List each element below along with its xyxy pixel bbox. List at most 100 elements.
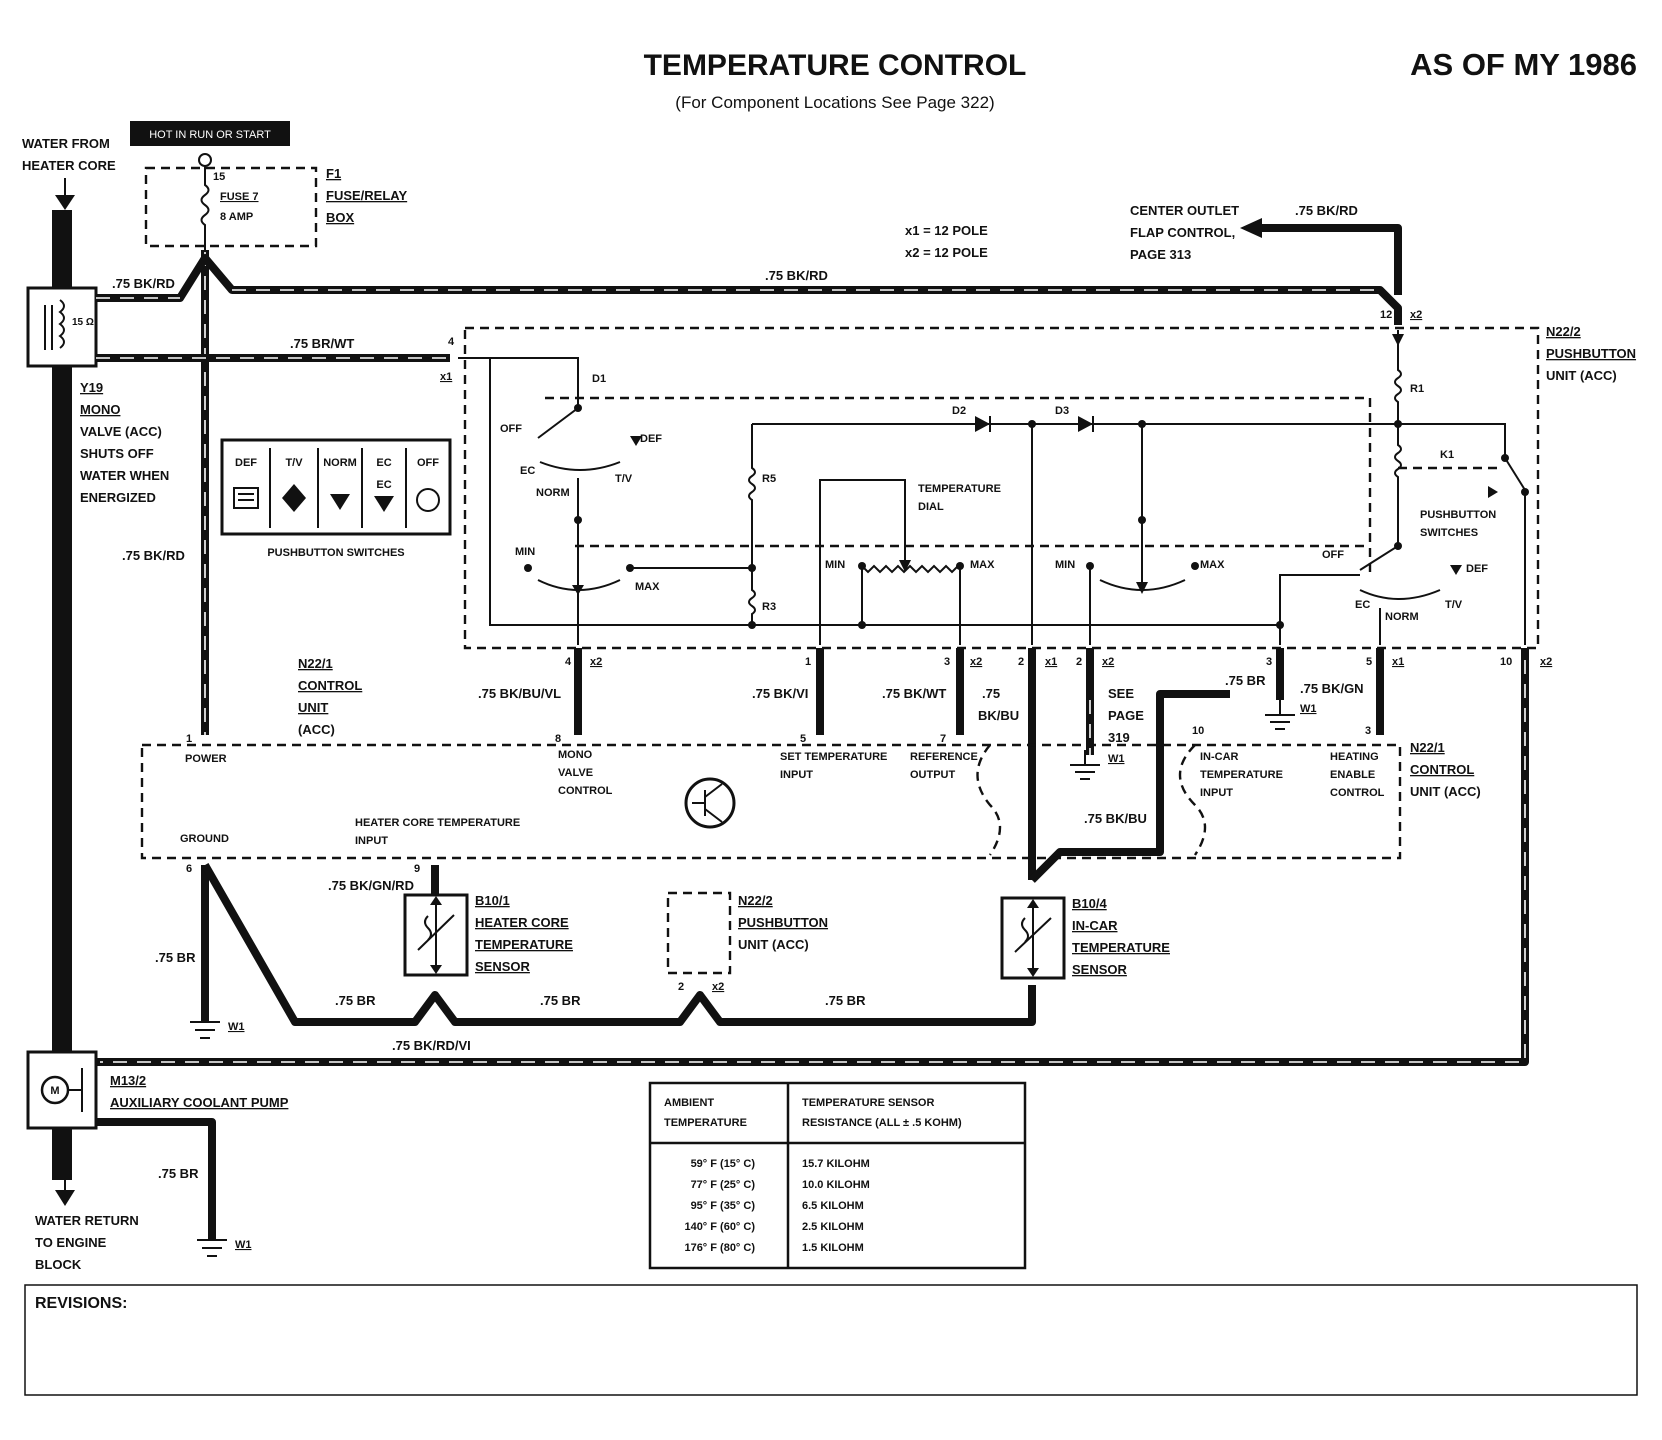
page-subtitle: (For Component Locations See Page 322): [675, 93, 994, 112]
svg-text:.75 BK/RD/VI: .75 BK/RD/VI: [392, 1038, 471, 1053]
svg-text:TEMPERATURE: TEMPERATURE: [1072, 940, 1170, 955]
svg-text:x2: x2: [970, 656, 982, 668]
svg-text:MONO: MONO: [80, 402, 120, 417]
svg-text:TEMPERATURE SENSOR: TEMPERATURE SENSOR: [802, 1097, 934, 1109]
svg-text:10: 10: [1500, 656, 1512, 668]
off-circle-icon: [416, 488, 440, 512]
svg-text:.75 BK/GN: .75 BK/GN: [1300, 681, 1364, 696]
svg-text:1: 1: [186, 733, 192, 745]
water-return-label: WATER RETURN: [35, 1213, 139, 1228]
norm-arrow-icon: [330, 494, 350, 510]
arrow-down-icon: [55, 195, 75, 210]
svg-text:DEF: DEF: [640, 433, 662, 445]
svg-text:UNIT (ACC): UNIT (ACC): [1546, 368, 1617, 383]
svg-text:.75 BK/WT: .75 BK/WT: [882, 686, 946, 701]
svg-text:1: 1: [805, 656, 811, 668]
svg-text:INPUT: INPUT: [1200, 787, 1233, 799]
svg-text:x2: x2: [590, 656, 602, 668]
control-unit-label-left: N22/1 CONTROL UNIT (ACC): [298, 656, 362, 737]
svg-text:SEE: SEE: [1108, 686, 1134, 701]
svg-text:RESISTANCE (ALL ± .5 KOHM): RESISTANCE (ALL ± .5 KOHM): [802, 1117, 962, 1129]
svg-text:x1: x1: [440, 371, 452, 383]
svg-text:2.5 KILOHM: 2.5 KILOHM: [802, 1221, 864, 1233]
svg-text:.75 BK/BU: .75 BK/BU: [1084, 811, 1147, 826]
svg-text:CONTROL: CONTROL: [1330, 787, 1385, 799]
svg-text:9: 9: [414, 863, 420, 875]
svg-text:Y19: Y19: [80, 380, 103, 395]
svg-text:.75 BR: .75 BR: [158, 1166, 199, 1181]
svg-text:BOX: BOX: [326, 210, 355, 225]
svg-text:F1: F1: [326, 166, 341, 181]
svg-text:SWITCHES: SWITCHES: [1420, 527, 1478, 539]
svg-text:N22/1: N22/1: [298, 656, 333, 671]
svg-text:3: 3: [1266, 656, 1272, 668]
hot-in-run-label: HOT IN RUN OR START: [130, 121, 290, 146]
svg-text:OFF: OFF: [417, 457, 439, 469]
pushbutton-unit-n22-2: N22/2 PUSHBUTTON UNIT (ACC) D1 OFF DEF E…: [458, 324, 1636, 650]
table-row-2: 77° F (25° C): [691, 1179, 756, 1191]
svg-text:DIAL: DIAL: [918, 501, 944, 513]
svg-text:D2: D2: [952, 405, 966, 417]
svg-text:SET TEMPERATURE: SET TEMPERATURE: [780, 751, 887, 763]
mono-valve-y19: 15 Ω Y19 MONO VALVE (ACC) SHUTS OFF WATE…: [26, 286, 169, 505]
svg-text:NORM: NORM: [536, 487, 570, 499]
svg-text:CENTER OUTLET: CENTER OUTLET: [1130, 203, 1239, 218]
svg-text:VALVE: VALVE: [558, 767, 593, 779]
svg-text:.75: .75: [982, 686, 1000, 701]
svg-text:W1: W1: [1300, 703, 1317, 715]
svg-text:2: 2: [1076, 656, 1082, 668]
fuse-relay-box-f1: 15 FUSE 7 8 AMP F1 FUSE/RELAY BOX: [144, 153, 407, 250]
model-year: AS OF MY 1986: [1410, 47, 1637, 82]
svg-text:MAX: MAX: [635, 581, 660, 593]
svg-text:PUSHBUTTON SWITCHES: PUSHBUTTON SWITCHES: [267, 547, 404, 559]
wire-label-bk-rd-2: .75 BK/RD: [765, 268, 828, 283]
svg-text:.75 BK/VI: .75 BK/VI: [752, 686, 808, 701]
svg-text:FUSE 7: FUSE 7: [220, 191, 259, 203]
svg-text:15 Ω: 15 Ω: [72, 317, 94, 328]
svg-text:MIN: MIN: [825, 559, 845, 571]
svg-text:PUSHBUTTON: PUSHBUTTON: [1420, 509, 1496, 521]
svg-text:N22/1: N22/1: [1410, 740, 1445, 755]
svg-text:IN-CAR: IN-CAR: [1200, 751, 1239, 763]
water-from-label-2: HEATER CORE: [22, 158, 116, 173]
svg-text:M: M: [50, 1085, 59, 1097]
center-outlet-flap-label: CENTER OUTLET FLAP CONTROL, PAGE 313 .75…: [1130, 203, 1358, 262]
svg-text:TEMPERATURE: TEMPERATURE: [664, 1117, 747, 1129]
svg-text:ENERGIZED: ENERGIZED: [80, 490, 156, 505]
lower-wiring: 6 W1 .75 BR .75 BR .75 BR .75 BR .75 BK/…: [155, 863, 1036, 1053]
svg-text:x2: x2: [1102, 656, 1114, 668]
svg-text:UNIT (ACC): UNIT (ACC): [738, 937, 809, 952]
svg-text:M13/2: M13/2: [110, 1073, 146, 1088]
defrost-icon: [233, 487, 259, 509]
transistor-icon: [684, 777, 736, 829]
table-row-3: 95° F (35° C): [691, 1200, 756, 1212]
water-from-label: WATER FROM: [22, 136, 110, 151]
table-row: 59° F (15° C): [691, 1158, 756, 1170]
wire-label-br-wt: .75 BR/WT: [290, 336, 354, 351]
svg-text:HOT IN RUN OR START: HOT IN RUN OR START: [149, 129, 271, 141]
diode-d3-icon: [1078, 416, 1093, 432]
svg-text:PUSHBUTTON: PUSHBUTTON: [1546, 346, 1636, 361]
svg-text:x1: x1: [1392, 656, 1404, 668]
svg-text:B10/1: B10/1: [475, 893, 510, 908]
svg-text:DEF: DEF: [1466, 563, 1488, 575]
svg-text:IN-CAR: IN-CAR: [1072, 918, 1118, 933]
ground-w1-br: W1: [1265, 700, 1317, 730]
svg-text:TEMPERATURE: TEMPERATURE: [475, 937, 573, 952]
svg-text:N22/2: N22/2: [738, 893, 773, 908]
svg-text:6.5 KILOHM: 6.5 KILOHM: [802, 1200, 864, 1212]
svg-text:3: 3: [1365, 725, 1371, 737]
svg-text:W1: W1: [235, 1239, 252, 1251]
svg-text:PAGE: PAGE: [1108, 708, 1144, 723]
svg-text:.75 BR: .75 BR: [825, 993, 866, 1008]
svg-text:GROUND: GROUND: [180, 833, 229, 845]
ground-icon-2: [1265, 700, 1295, 730]
svg-text:REVISIONS:: REVISIONS:: [35, 1295, 127, 1312]
svg-text:OFF: OFF: [1322, 549, 1344, 561]
svg-text:12: 12: [1380, 309, 1392, 321]
svg-text:W1: W1: [228, 1021, 245, 1033]
svg-text:BK/BU: BK/BU: [978, 708, 1019, 723]
page-title: TEMPERATURE CONTROL: [644, 49, 1027, 82]
svg-text:8 AMP: 8 AMP: [220, 211, 253, 223]
svg-text:B10/4: B10/4: [1072, 896, 1107, 911]
